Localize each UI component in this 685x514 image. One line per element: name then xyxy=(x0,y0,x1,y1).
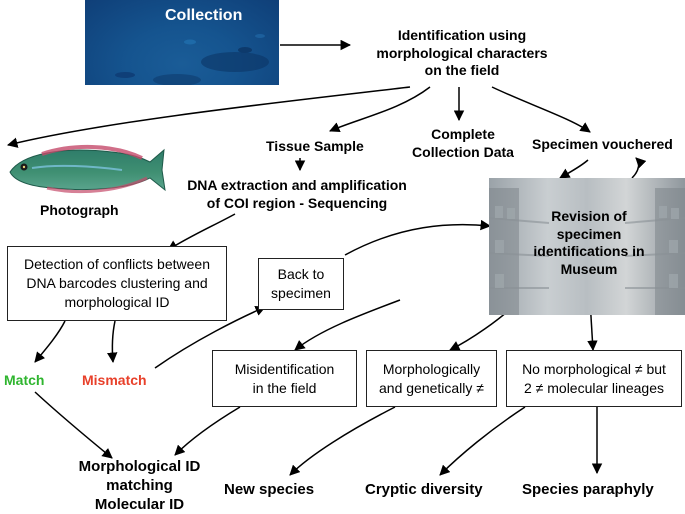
specimen-vouchered-label: Specimen vouchered xyxy=(532,136,673,154)
complete-line-1: Complete xyxy=(408,126,518,144)
species-paraphyly-label: Species paraphyly xyxy=(522,481,654,500)
dna-line-1: DNA extraction and amplification xyxy=(172,177,422,195)
dna-extraction-node: DNA extraction and amplification of COI … xyxy=(172,177,422,212)
wrasse-fish-icon xyxy=(2,140,167,198)
arrow-identification-to-photograph xyxy=(8,87,410,145)
arrow-match-to-molecular xyxy=(35,392,112,458)
arrow-revision-to-vouchered xyxy=(632,158,639,178)
revision-line-2: specimen xyxy=(519,226,659,244)
identification-line-1: Identification using xyxy=(352,27,572,45)
fish-photo xyxy=(2,140,167,198)
revision-line-3: identifications in xyxy=(519,243,659,261)
arrow-misidentification-to-molecular xyxy=(175,407,240,455)
mismatch-label: Mismatch xyxy=(82,372,147,390)
arrow-back-to-revision xyxy=(345,225,490,255)
identification-node: Identification using morphological chara… xyxy=(352,27,572,80)
misid-line-2: in the field xyxy=(235,379,335,398)
back-to-specimen-box: Back to specimen xyxy=(258,258,344,310)
photograph-label: Photograph xyxy=(40,202,119,220)
cryptic-diversity-label: Cryptic diversity xyxy=(365,481,483,500)
matching-line-1: Morphological ID xyxy=(72,458,207,477)
complete-line-2: Collection Data xyxy=(408,144,518,162)
arrow-identification-to-tissue xyxy=(330,87,430,131)
back-line-2: specimen xyxy=(271,284,331,303)
matching-line-3: Molecular ID xyxy=(72,496,207,514)
arrow-dna-to-detection xyxy=(168,214,235,250)
detection-line-3: morphological ID xyxy=(24,293,210,312)
match-label: Match xyxy=(4,372,44,390)
museum-photo: Revision of specimen identifications in … xyxy=(489,178,685,315)
tissue-sample-label: Tissue Sample xyxy=(266,138,364,156)
misidentification-box: Misidentification in the field xyxy=(212,350,357,407)
dna-line-2: of COI region - Sequencing xyxy=(172,195,422,213)
arrow-morph-genetic-to-new-species xyxy=(290,407,395,475)
no-morph-line-1: No morphological ≠ but xyxy=(522,360,666,379)
identification-line-2: morphological characters xyxy=(352,45,572,63)
morph-genetic-box: Morphologically and genetically ≠ xyxy=(366,350,497,407)
arrow-vouchered-to-revision xyxy=(560,160,588,178)
arrow-detection-to-match xyxy=(35,321,65,362)
detection-conflicts-box: Detection of conflicts between DNA barco… xyxy=(7,246,227,321)
identification-line-3: on the field xyxy=(352,62,572,80)
morph-matching-molecular-node: Morphological ID matching Molecular ID xyxy=(72,458,207,514)
arrow-detection-to-mismatch xyxy=(112,321,115,362)
collection-label: Collection xyxy=(165,6,242,26)
misid-line-1: Misidentification xyxy=(235,360,335,379)
morph-genetic-line-1: Morphologically xyxy=(379,360,484,379)
arrow-no-morph-to-cryptic xyxy=(440,407,525,475)
complete-collection-data-node: Complete Collection Data xyxy=(408,126,518,161)
matching-line-2: matching xyxy=(72,477,207,496)
back-line-1: Back to xyxy=(271,265,331,284)
new-species-label: New species xyxy=(224,481,314,500)
collection-photo: Collection xyxy=(85,0,279,85)
revision-node: Revision of specimen identifications in … xyxy=(519,208,659,278)
no-morph-box: No morphological ≠ but 2 ≠ molecular lin… xyxy=(506,350,682,407)
morph-genetic-line-2: and genetically ≠ xyxy=(379,379,484,398)
detection-line-2: DNA barcodes clustering and xyxy=(24,274,210,293)
revision-line-1: Revision of xyxy=(519,208,659,226)
detection-line-1: Detection of conflicts between xyxy=(24,255,210,274)
revision-line-4: Museum xyxy=(519,261,659,279)
no-morph-line-2: 2 ≠ molecular lineages xyxy=(522,379,666,398)
